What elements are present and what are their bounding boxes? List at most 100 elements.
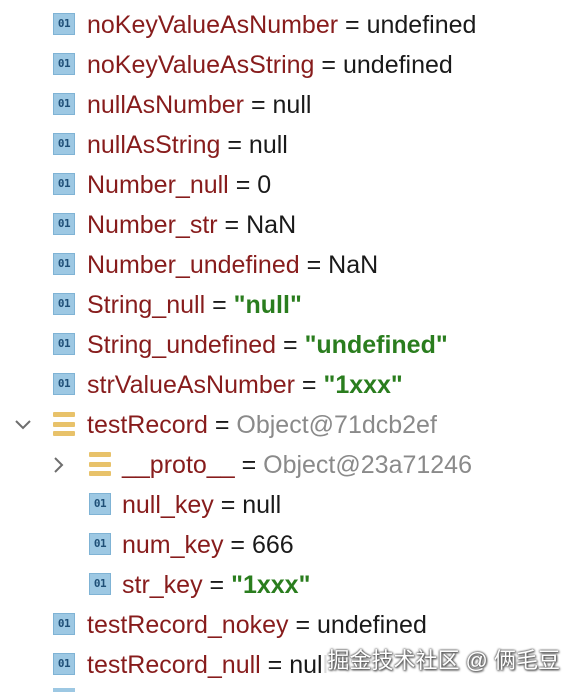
variable-row-testrecord[interactable]: testRecord = Object@71dcb2ef — [0, 405, 580, 445]
variable-name: num_key — [122, 531, 224, 559]
variable-value: undefined — [366, 11, 477, 39]
primitive-value-icon: 01 — [89, 533, 111, 555]
equals-sign: = — [235, 171, 251, 199]
equals-sign: = — [250, 91, 266, 119]
equals-sign: = — [345, 11, 360, 39]
equals-sign: = — [306, 251, 322, 279]
variable-value: NaN — [246, 211, 297, 239]
variable-name: String_null — [87, 291, 206, 319]
variable-value: "1xxx" — [231, 571, 311, 599]
variable-row-str-key[interactable]: 01 str_key = "1xxx" — [0, 565, 580, 605]
equals-sign: = — [267, 651, 283, 679]
variable-value: null — [242, 491, 282, 519]
variable-name: str_key — [122, 571, 203, 599]
variable-text: testRecord_null = null — [87, 645, 328, 685]
variable-text: testRecord = Object@71dcb2ef — [87, 405, 437, 445]
variable-text: strValueAsNumber = "1xxx" — [87, 365, 403, 405]
variable-value: undefined — [342, 51, 453, 79]
variable-value: "undefined" — [304, 331, 448, 359]
variable-text: null_key = null — [122, 485, 281, 525]
primitive-value-icon: 01 — [89, 493, 111, 515]
variable-name: noKeyValueAsNumber — [87, 11, 339, 39]
variable-row-nokeyvalueasstring[interactable]: 01 noKeyValueAsString = undefined — [0, 45, 580, 85]
variable-value: 666 — [251, 531, 294, 559]
variable-name: testRecord_nokey — [87, 611, 289, 639]
primitive-value-icon: 01 — [53, 53, 75, 75]
equals-sign: = — [209, 571, 225, 599]
primitive-value-icon: 01 — [53, 213, 75, 235]
equals-sign: = — [214, 411, 230, 439]
variable-text: testRecord_nokey = undefined — [87, 605, 427, 645]
variable-row-testrecord-nokey[interactable]: 01 testRecord_nokey = undefined — [0, 605, 580, 645]
variable-name: testRecord — [87, 411, 208, 439]
variable-value: NaN — [328, 251, 379, 279]
variable-row-num-key[interactable]: 01 num_key = 666 — [0, 525, 580, 565]
variable-text: String_null = "null" — [87, 285, 302, 325]
variable-row-number-str[interactable]: 01 Number_str = NaN — [0, 205, 580, 245]
variable-text: num_key = 666 — [122, 525, 294, 565]
variable-row-string-undefined[interactable]: 01 String_undefined = "undefined" — [0, 325, 580, 365]
variable-value: Object@23a71246 — [263, 451, 472, 479]
variable-text: noKeyValueAsNumber = undefined — [87, 5, 476, 45]
variable-text: noKeyValueAsString = undefined — [87, 45, 453, 85]
variable-row-string-null[interactable]: 01 String_null = "null" — [0, 285, 580, 325]
primitive-value-icon: 01 — [53, 653, 75, 675]
equals-sign: = — [295, 611, 311, 639]
equals-sign: = — [224, 211, 240, 239]
primitive-value-icon: 01 — [53, 373, 75, 395]
variable-row-testrecord-null[interactable]: 01 testRecord_null = null — [0, 645, 580, 685]
primitive-value-icon: 01 — [89, 573, 111, 595]
primitive-value-icon: 01 — [53, 253, 75, 275]
variable-name: noKeyValueAsString — [87, 51, 315, 79]
variable-name: String_undefined — [87, 331, 277, 359]
variable-row-number-undefined[interactable]: 01 Number_undefined = NaN — [0, 245, 580, 285]
primitive-value-icon: 01 — [53, 293, 75, 315]
primitive-value-icon — [53, 688, 75, 692]
primitive-value-icon: 01 — [53, 133, 75, 155]
equals-sign: = — [241, 451, 257, 479]
equals-sign: = — [301, 371, 317, 399]
variable-value: 0 — [257, 171, 272, 199]
chevron-right-icon[interactable] — [46, 445, 70, 485]
variable-text: String_undefined = "undefined" — [87, 325, 448, 365]
variable-value: undefined — [317, 611, 427, 639]
equals-sign: = — [321, 51, 337, 79]
variable-value: null — [248, 131, 288, 159]
primitive-value-icon: 01 — [53, 333, 75, 355]
variable-name: strValueAsNumber — [87, 371, 295, 399]
variable-text: nullAsString = null — [87, 125, 288, 165]
variable-row---proto--[interactable]: __proto__ = Object@23a71246 — [0, 445, 580, 485]
variable-name: null_key — [122, 491, 214, 519]
equals-sign: = — [227, 131, 242, 159]
variable-value: "1xxx" — [323, 371, 403, 399]
variable-text: Number_str = NaN — [87, 205, 296, 245]
object-field-icon — [53, 412, 75, 436]
variable-name: __proto__ — [122, 451, 235, 479]
variable-text: nullAsNumber = null — [87, 85, 311, 125]
variable-text: __proto__ = Object@23a71246 — [122, 445, 472, 485]
variable-row-null-key[interactable]: 01 null_key = null — [0, 485, 580, 525]
variable-row-strvalueasnumber[interactable]: 01 strValueAsNumber = "1xxx" — [0, 365, 580, 405]
chevron-down-icon[interactable] — [11, 405, 35, 445]
object-field-icon — [89, 452, 111, 476]
equals-sign: = — [283, 331, 298, 359]
equals-sign: = — [230, 531, 246, 559]
variable-name: Number_null — [87, 171, 229, 199]
variable-text: Number_undefined = NaN — [87, 245, 378, 285]
variable-value: Object@71dcb2ef — [236, 411, 437, 439]
variable-name: nullAsNumber — [87, 91, 245, 119]
watermark: 掘金技术社区 @ 俩毛豆 — [321, 644, 566, 678]
variable-row-nullasstring[interactable]: 01 nullAsString = null — [0, 125, 580, 165]
variable-text: Number_null = 0 — [87, 165, 271, 205]
variable-value: "null" — [233, 291, 302, 319]
variable-name: nullAsString — [87, 131, 221, 159]
variable-row-number-null[interactable]: 01 Number_null = 0 — [0, 165, 580, 205]
primitive-value-icon: 01 — [53, 613, 75, 635]
variable-text: str_key = "1xxx" — [122, 565, 310, 605]
equals-sign: = — [220, 491, 236, 519]
primitive-value-icon: 01 — [53, 173, 75, 195]
variable-name: testRecord_null — [87, 651, 261, 679]
